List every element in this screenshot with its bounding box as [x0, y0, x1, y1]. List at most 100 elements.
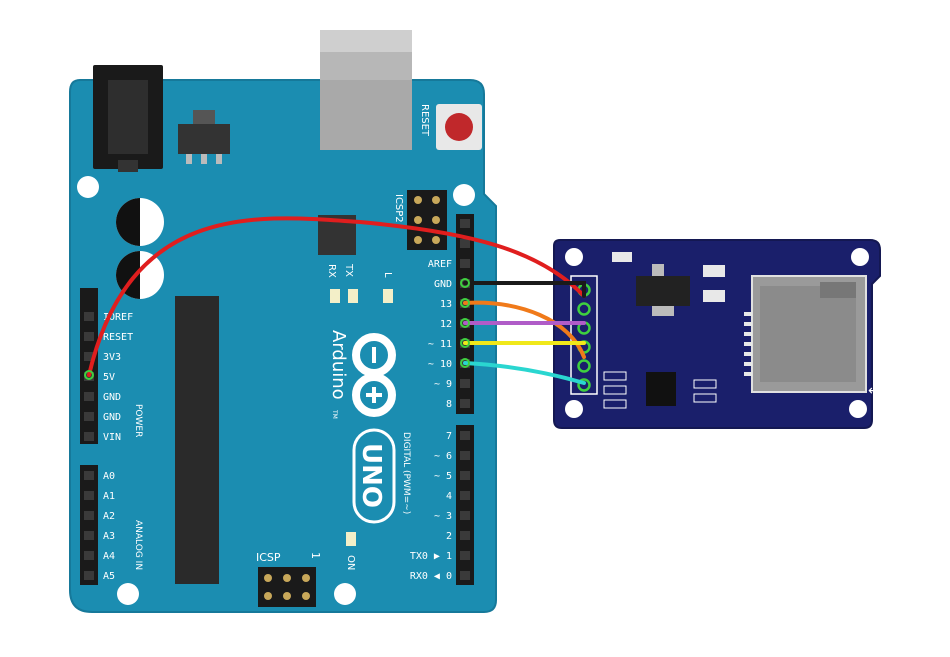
reset-label: RESET [419, 104, 430, 137]
mounting-hole [453, 184, 475, 206]
pin-label: ~ 6 [434, 451, 452, 462]
digital-header-bottom [456, 425, 474, 585]
analog-header [80, 465, 98, 585]
rx-label: RX [326, 264, 337, 278]
smd-resistor [612, 252, 632, 262]
micro-sd-module: ← [553, 239, 881, 429]
pin-label: A5 [103, 571, 115, 582]
header-pin[interactable] [84, 571, 94, 580]
power-section-label: POWER [133, 404, 143, 437]
level-shifter-chip [646, 372, 676, 406]
wire-5v [87, 216, 586, 377]
header-pin[interactable] [460, 399, 470, 408]
tx-label: TX [343, 263, 354, 277]
arduino-brand: Arduino [328, 330, 349, 400]
rx-led [330, 289, 340, 303]
mounting-hole [849, 400, 867, 418]
header-pin[interactable] [84, 551, 94, 560]
header-pin[interactable] [84, 432, 94, 441]
pin-label: 8 [446, 399, 452, 410]
pin-label: ~ 10 [428, 359, 452, 370]
wire-endpoint-marker [84, 370, 94, 380]
header-pin[interactable] [460, 571, 470, 580]
header-pin[interactable] [460, 511, 470, 520]
header-pin[interactable] [84, 312, 94, 321]
pin-label: A4 [103, 551, 115, 562]
pin-label: AREF [428, 259, 452, 270]
power-header [80, 288, 98, 444]
icsp2-header [407, 190, 447, 250]
header-pin[interactable] [84, 491, 94, 500]
pin-label: GND [103, 392, 121, 403]
wire-endpoint-marker [460, 298, 470, 308]
header-pin[interactable] [460, 259, 470, 268]
card-insert-arrow-icon: ← [868, 383, 880, 399]
l-label: L [382, 272, 393, 278]
pin-label: A1 [103, 491, 115, 502]
wire-endpoint-marker [460, 358, 470, 368]
smd-pair [603, 371, 627, 409]
header-pin[interactable] [460, 491, 470, 500]
wire-endpoint-marker [460, 318, 470, 328]
wire-10 [463, 361, 586, 385]
mounting-hole [851, 248, 869, 266]
usb-connector [320, 30, 412, 150]
sd-voltage-regulator [636, 264, 690, 316]
pin-label: 7 [446, 431, 452, 442]
atmega-chip [175, 296, 219, 584]
header-pin[interactable] [460, 551, 470, 560]
sd-header-pin[interactable] [577, 359, 591, 373]
header-pin[interactable] [460, 451, 470, 460]
mounting-hole [117, 583, 139, 605]
header-pin[interactable] [460, 219, 470, 228]
header-pin[interactable] [460, 471, 470, 480]
header-pin[interactable] [84, 471, 94, 480]
tx-led [348, 289, 358, 303]
pin-label: 2 [446, 531, 452, 542]
pin-label: 4 [446, 491, 452, 502]
mounting-hole [565, 248, 583, 266]
header-pin[interactable] [460, 239, 470, 248]
header-pin[interactable] [84, 531, 94, 540]
arduino-trademark: TM [331, 409, 338, 419]
uno-label: UNO [356, 443, 386, 508]
pin-label: IOREF [103, 312, 133, 323]
pin-label: 5V [103, 372, 115, 383]
pin-label: A0 [103, 471, 115, 482]
smd-pair [693, 379, 717, 403]
header-pin[interactable] [460, 531, 470, 540]
wires [87, 216, 586, 385]
uno-badge [352, 428, 396, 524]
pin-label: 13 [440, 299, 452, 310]
pin-label: VIN [103, 432, 121, 443]
on-label: ON [345, 555, 356, 570]
pin-label: 12 [440, 319, 452, 330]
sd-header-pin[interactable] [577, 302, 591, 316]
mounting-hole [77, 176, 99, 198]
analog-section-label: ANALOG IN [133, 520, 143, 570]
pin-label: GND [103, 412, 121, 423]
header-pin[interactable] [460, 379, 470, 388]
reset-button[interactable] [436, 104, 482, 150]
pin-label: ~ 5 [434, 471, 452, 482]
digital-label: DIGITAL (PWM=~) [401, 432, 411, 514]
on-led [346, 532, 356, 546]
pin-label: RX0 ◀ 0 [410, 571, 452, 582]
header-pin[interactable] [84, 352, 94, 361]
dc-power-jack [93, 65, 163, 172]
arduino-logo [352, 333, 396, 417]
pin-label: RESET [103, 332, 133, 343]
icsp-header [258, 567, 316, 607]
pin-label: A2 [103, 511, 115, 522]
header-pin[interactable] [84, 412, 94, 421]
wire-endpoint-marker [460, 278, 470, 288]
l-led [383, 289, 393, 303]
pin-label: GND [434, 279, 452, 290]
pin-label: A3 [103, 531, 115, 542]
header-pin[interactable] [460, 431, 470, 440]
header-pin[interactable] [84, 332, 94, 341]
wire-gnd [463, 281, 586, 298]
header-pin[interactable] [84, 511, 94, 520]
header-pin[interactable] [84, 392, 94, 401]
